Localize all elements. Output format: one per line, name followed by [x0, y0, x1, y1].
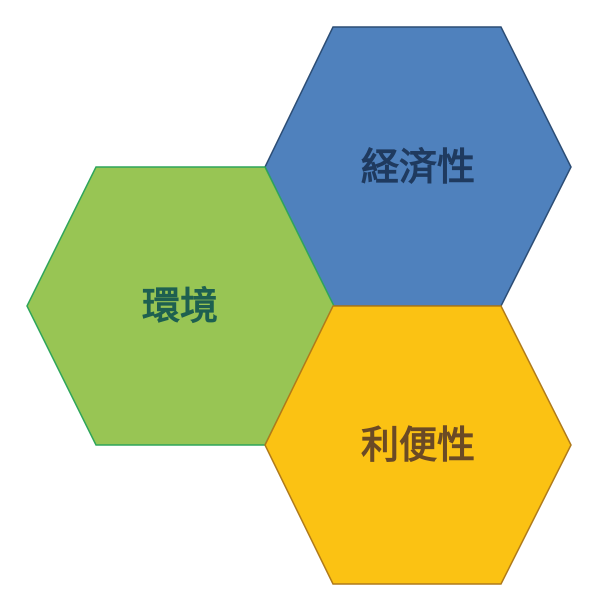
- hexagon-convenience-shape: [264, 305, 572, 585]
- hexagon-economy: 経済性: [264, 26, 572, 307]
- hexagon-environment: 環境: [26, 166, 335, 446]
- hexagon-convenience-label: 利便性: [361, 423, 475, 467]
- hexagon-environment-label: 環境: [142, 284, 218, 328]
- hexagon-economy-label: 経済性: [361, 145, 475, 189]
- hexagon-convenience: 利便性: [264, 305, 572, 585]
